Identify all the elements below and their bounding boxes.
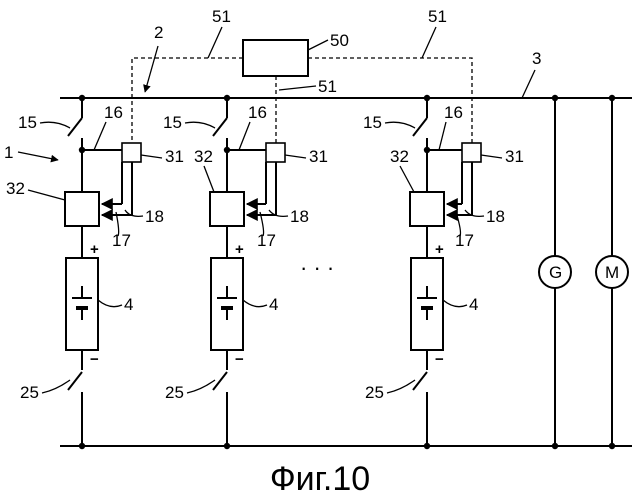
link-leader-center bbox=[279, 86, 316, 90]
svg-text:−: − bbox=[235, 351, 244, 368]
sensor-box bbox=[266, 143, 285, 162]
converter-box bbox=[410, 192, 444, 226]
converter-box bbox=[210, 192, 244, 226]
controller-leader bbox=[308, 40, 328, 50]
link-leader-right bbox=[422, 27, 436, 58]
svg-text:4: 4 bbox=[269, 295, 278, 314]
lower-switch bbox=[413, 372, 427, 390]
battery-box bbox=[66, 258, 98, 350]
svg-text:18: 18 bbox=[486, 207, 505, 226]
network-arrow bbox=[145, 46, 158, 92]
svg-text:25: 25 bbox=[165, 383, 184, 402]
svg-text:31: 31 bbox=[505, 147, 524, 166]
svg-text:16: 16 bbox=[104, 103, 123, 122]
svg-text:4: 4 bbox=[124, 295, 133, 314]
upper-switch bbox=[213, 118, 227, 136]
svg-text:18: 18 bbox=[145, 207, 164, 226]
generator-label: G bbox=[549, 263, 562, 282]
dashed-link-right bbox=[308, 58, 472, 144]
converter-box bbox=[65, 192, 99, 226]
upper-switch bbox=[68, 118, 82, 136]
svg-text:31: 31 bbox=[309, 147, 328, 166]
svg-text:18: 18 bbox=[290, 207, 309, 226]
svg-text:4: 4 bbox=[469, 295, 478, 314]
figure-caption: Фиг.10 bbox=[270, 460, 370, 498]
link-label-center: 51 bbox=[318, 77, 337, 96]
link-label-right: 51 bbox=[428, 7, 447, 26]
svg-text:+: + bbox=[90, 241, 99, 258]
link-label-left: 51 bbox=[212, 7, 231, 26]
lower-switch bbox=[213, 372, 227, 390]
svg-text:16: 16 bbox=[444, 103, 463, 122]
svg-text:17: 17 bbox=[257, 231, 276, 250]
svg-text:16: 16 bbox=[248, 103, 267, 122]
generator: G bbox=[539, 95, 571, 449]
ellipsis: · · · bbox=[300, 255, 334, 280]
bus-label: 3 bbox=[532, 49, 541, 68]
sensor-box bbox=[462, 143, 481, 162]
controller-label: 50 bbox=[330, 31, 349, 50]
module-3: + − 15 16 31 32 18 17 4 25 bbox=[363, 95, 524, 449]
svg-text:32: 32 bbox=[6, 179, 25, 198]
upper-switch bbox=[413, 118, 427, 136]
svg-text:−: − bbox=[90, 351, 99, 368]
svg-text:15: 15 bbox=[163, 113, 182, 132]
system-label: 1 bbox=[4, 143, 13, 162]
svg-text:15: 15 bbox=[363, 113, 382, 132]
sensor-box bbox=[122, 143, 141, 162]
svg-text:25: 25 bbox=[365, 383, 384, 402]
lower-switch bbox=[68, 372, 82, 390]
controller-box bbox=[243, 40, 308, 76]
svg-text:+: + bbox=[435, 241, 444, 258]
svg-text:15: 15 bbox=[18, 113, 37, 132]
module-1: + − 15 16 31 32 18 17 4 25 bbox=[6, 95, 184, 449]
svg-text:32: 32 bbox=[390, 147, 409, 166]
link-leader-left bbox=[208, 27, 222, 58]
battery-box bbox=[211, 258, 243, 350]
svg-text:31: 31 bbox=[165, 147, 184, 166]
motor-label: M bbox=[605, 263, 619, 282]
svg-text:17: 17 bbox=[112, 231, 131, 250]
bus-leader bbox=[522, 70, 535, 98]
network-label: 2 bbox=[154, 23, 163, 42]
svg-text:17: 17 bbox=[455, 231, 474, 250]
system-arrow bbox=[18, 152, 58, 160]
battery-box bbox=[411, 258, 443, 350]
svg-text:+: + bbox=[235, 241, 244, 258]
motor: M bbox=[596, 95, 628, 449]
svg-text:32: 32 bbox=[194, 147, 213, 166]
svg-text:25: 25 bbox=[20, 383, 39, 402]
svg-text:−: − bbox=[435, 351, 444, 368]
